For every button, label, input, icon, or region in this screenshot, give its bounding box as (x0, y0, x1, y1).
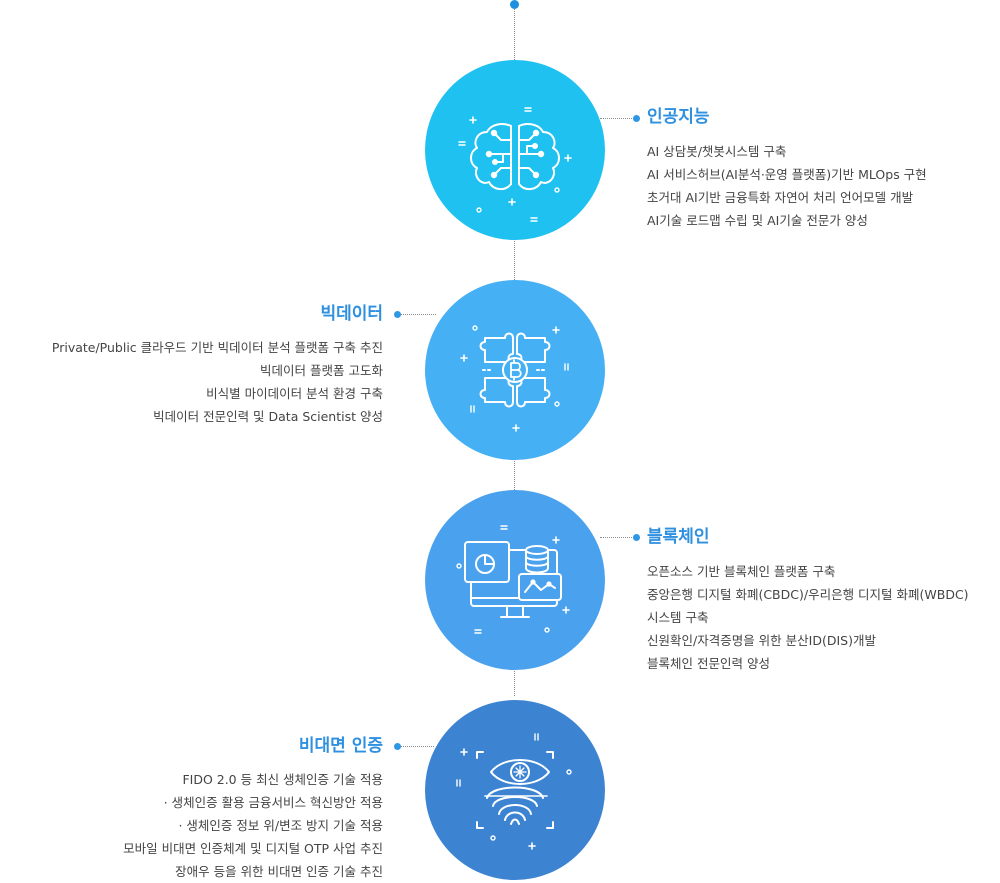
list-item: AI 서비스허브(AI분석·운영 플랫폼)기반 MLOps 구현 (647, 167, 927, 182)
puzzle-bitcoin-icon (460, 325, 569, 432)
list-item: 중앙은행 디지털 화폐(CBDC)/우리은행 디지털 화폐(WBDC) (647, 587, 969, 602)
list-item: AI 상담봇/챗봇시스템 구축 (647, 144, 787, 159)
blockchain-list: 오픈소스 기반 블록체인 플랫폼 구축 중앙은행 디지털 화폐(CBDC)/우리… (647, 560, 969, 675)
blockchain-connector-dot (633, 534, 640, 541)
bigdata-connector-dot (394, 311, 401, 318)
auth-connector (400, 746, 434, 747)
list-item: 빅데이터 전문인력 및 Data Scientist 양성 (153, 409, 383, 424)
list-item: · 생체인증 정보 위/변조 방지 기술 적용 (178, 818, 383, 833)
ai-title: 인공지능 (647, 107, 710, 127)
list-item: 시스템 구축 (647, 610, 709, 625)
auth-title: 비대면 인증 (298, 736, 383, 756)
list-item: 장애우 등을 위한 비대면 인증 기술 추진 (175, 864, 383, 879)
list-item: 초거대 AI기반 금융특화 자연어 처리 언어모델 개발 (647, 190, 914, 205)
list-item: 신원확인/자격증명을 위한 분산ID(DIS)개발 (647, 633, 876, 648)
list-item: FIDO 2.0 등 최신 생체인증 기술 적용 (182, 772, 383, 787)
blockchain-title: 블록체인 (647, 527, 710, 547)
blockchain-circle (425, 490, 605, 670)
timeline-top-dot (510, 0, 519, 9)
ai-list: AI 상담봇/챗봇시스템 구축 AI 서비스허브(AI분석·운영 플랫폼)기반 … (647, 140, 927, 232)
bigdata-list: Private/Public 클라우드 기반 빅데이터 분석 플랫폼 구축 추진… (52, 336, 383, 428)
auth-list: FIDO 2.0 등 최신 생체인증 기술 적용 · 생체인증 활용 금융서비스… (123, 768, 383, 883)
ai-connector (600, 118, 634, 119)
bigdata-title: 빅데이터 (320, 304, 383, 324)
eye-fingerprint-icon (456, 733, 572, 850)
bigdata-circle (425, 280, 605, 460)
auth-connector-dot (394, 743, 401, 750)
list-item: 블록체인 전문인력 양성 (647, 656, 770, 671)
list-item: Private/Public 클라우드 기반 빅데이터 분석 플랫폼 구축 추진 (51, 340, 383, 355)
list-item: 비식별 마이데이터 분석 환경 구축 (206, 386, 383, 401)
ai-connector-dot (633, 115, 640, 122)
ai-circle (425, 60, 605, 240)
auth-circle (425, 700, 605, 880)
bigdata-connector (400, 314, 436, 315)
list-item: · 생체인증 활용 금융서비스 혁신방안 적용 (163, 795, 383, 810)
blockchain-connector (600, 537, 634, 538)
brain-circuit-icon (458, 107, 572, 222)
list-item: AI기술 로드맵 수립 및 AI기술 전문가 양성 (647, 213, 868, 228)
list-item: 모바일 비대면 인증체계 및 디지털 OTP 사업 추진 (123, 841, 383, 856)
list-item: 오픈소스 기반 블록체인 플랫폼 구축 (647, 564, 836, 579)
monitor-database-icon (456, 525, 570, 634)
list-item: 빅데이터 플랫폼 고도화 (260, 363, 383, 378)
